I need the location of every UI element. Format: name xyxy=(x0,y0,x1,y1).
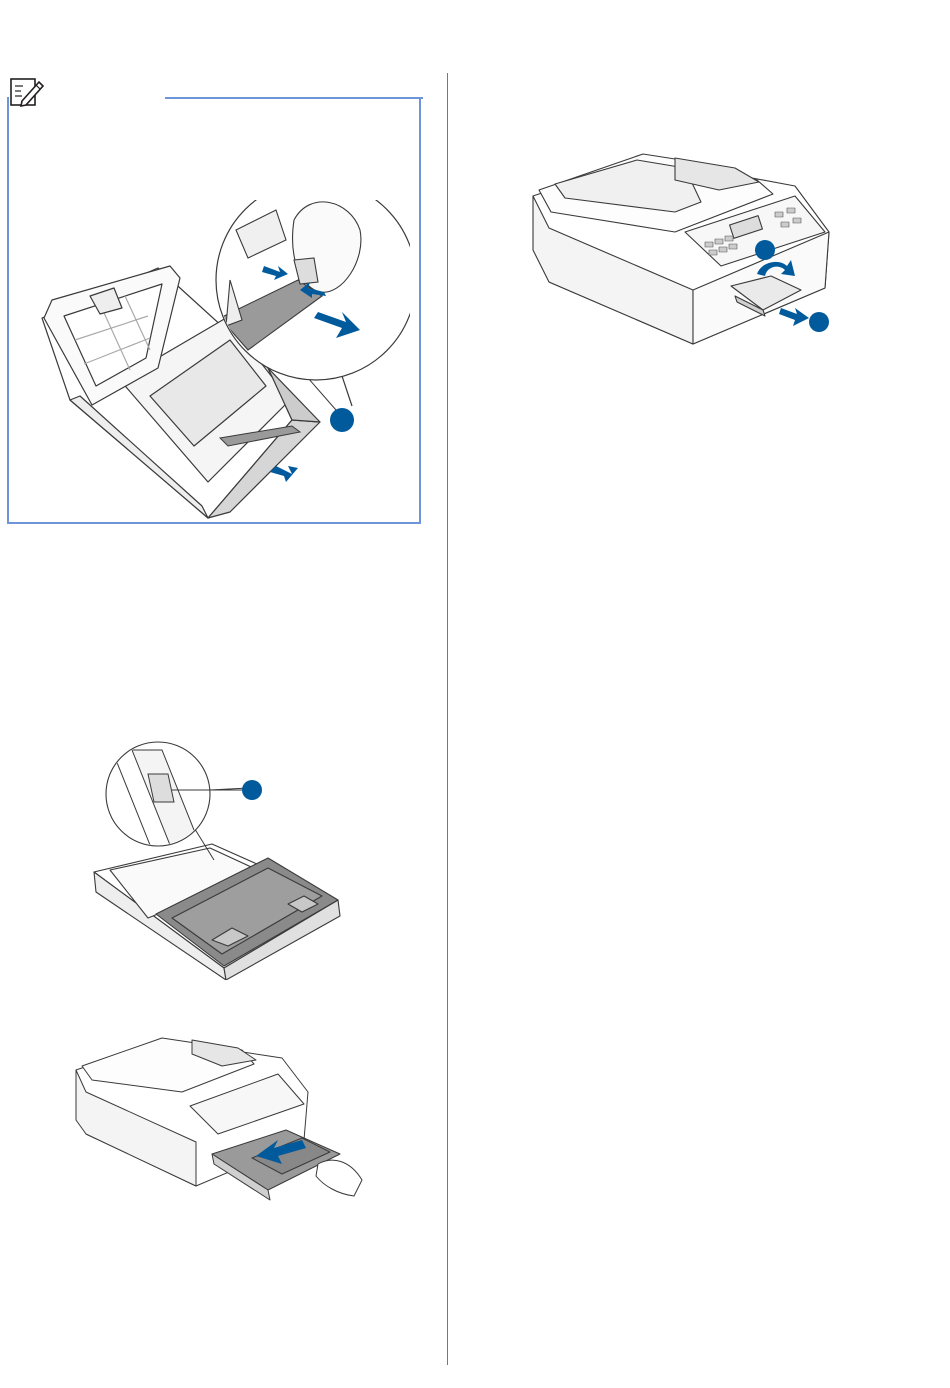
callout-circle xyxy=(809,312,829,332)
tray-extend-illustration xyxy=(30,200,410,520)
column-divider xyxy=(447,73,448,1365)
callout-circle xyxy=(755,240,775,260)
paper-guide-illustration xyxy=(92,740,352,980)
output-support-illustration xyxy=(525,150,835,350)
callout-circle xyxy=(242,780,262,800)
callout-circle xyxy=(330,408,354,432)
note-box-left-rule xyxy=(7,112,9,126)
insert-tray-illustration xyxy=(72,1030,372,1205)
